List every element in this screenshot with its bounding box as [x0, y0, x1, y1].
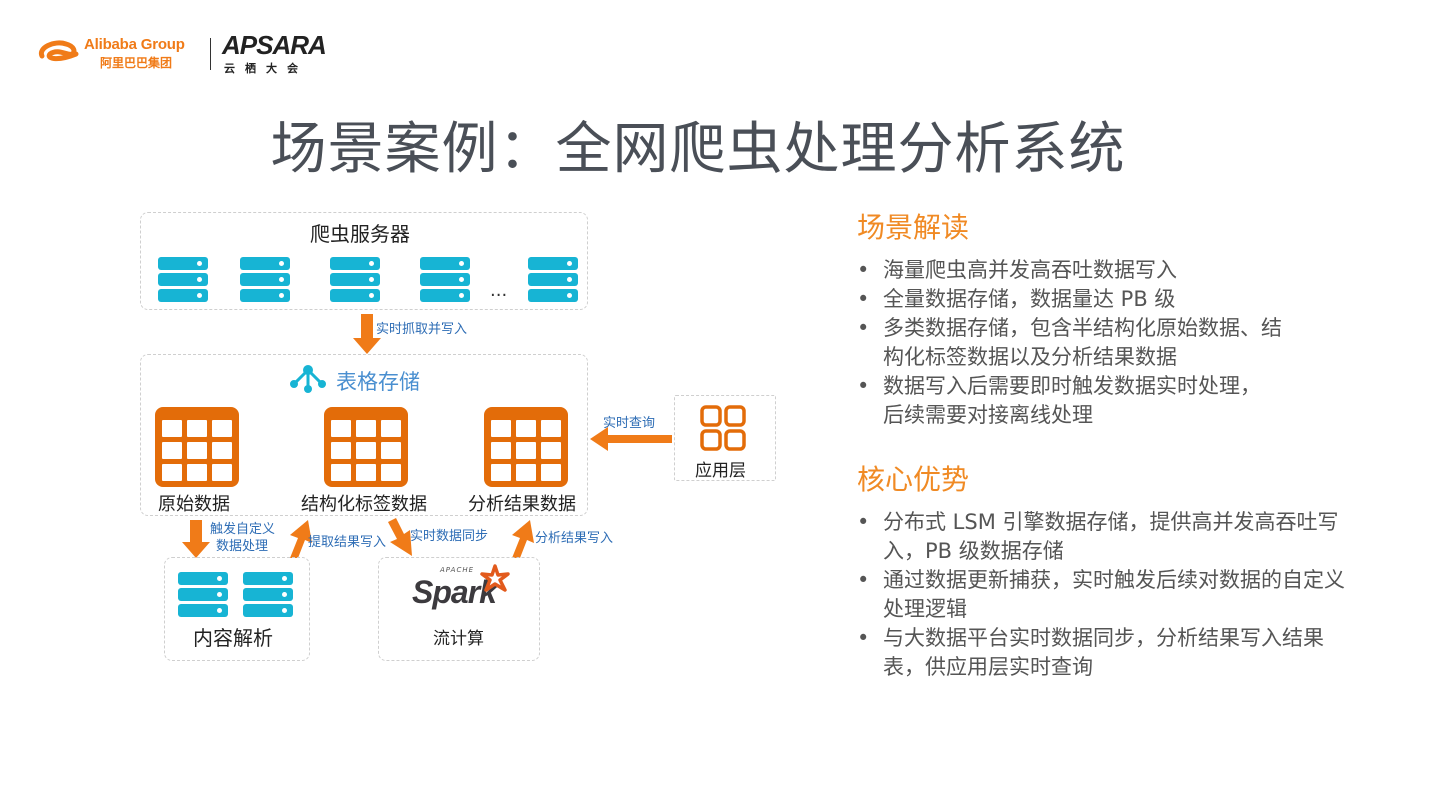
apsara-wordmark: APSARA — [222, 30, 327, 60]
arrow-left-icon — [590, 427, 672, 451]
page-title: 场景案例：全网爬虫处理分析系统 — [270, 117, 1126, 182]
stream-compute-box — [378, 557, 540, 661]
table-icon — [155, 407, 239, 487]
list-item: 多类数据存储，包含半结构化原始数据、结构化标签数据以及分析结果数据 — [857, 314, 1297, 372]
list-item: 与大数据平台实时数据同步，分析结果写入结果表，供应用层实时查询 — [857, 624, 1347, 682]
raw-data-label: 原始数据 — [158, 494, 230, 515]
logo-divider — [210, 38, 211, 70]
advantages-list: 分布式 LSM 引擎数据存储，提供高并发高吞吐写入，PB 级数据存储 通过数据更… — [857, 508, 1377, 682]
apsara-cn-wordmark: 云栖大会 — [224, 62, 308, 75]
alibaba-wordmark: Alibaba Group — [84, 36, 185, 53]
content-parse-box — [164, 557, 310, 661]
spark-wordmark: Spark — [412, 574, 497, 610]
server-icon — [158, 257, 208, 305]
arrow-extract-label: 提取结果写入 — [308, 535, 387, 550]
content-parse-label: 内容解析 — [193, 626, 273, 650]
analysis-result-data-label: 分析结果数据 — [468, 494, 576, 515]
list-item: 分布式 LSM 引擎数据存储，提供高并发高吞吐写入，PB 级数据存储 — [857, 508, 1357, 566]
arrow-result-label: 分析结果写入 — [535, 531, 614, 546]
server-icon — [528, 257, 578, 305]
list-item: 海量爬虫高并发高吞吐数据写入 — [857, 256, 1297, 285]
arrow-trigger-label: 触发自定义 — [210, 522, 276, 537]
list-item: 全量数据存储，数据量达 PB 级 — [857, 285, 1297, 314]
arrow-down-icon — [353, 314, 381, 354]
app-layer-box — [674, 395, 776, 481]
spark-star-icon — [480, 564, 510, 592]
app-layer-label: 应用层 — [695, 461, 746, 481]
spark-apache-text: APACHE — [440, 566, 475, 574]
table-store-icon — [290, 365, 326, 393]
app-grid-icon — [700, 405, 746, 451]
server-icon — [178, 572, 228, 620]
arrow-crawl-label: 实时抓取并写入 — [376, 322, 468, 337]
arrow-sync-label: 实时数据同步 — [410, 529, 489, 544]
crawler-server-box — [140, 212, 588, 310]
server-icon — [330, 257, 380, 305]
arrow-down-icon — [182, 520, 210, 558]
section-title-scenario: 场景解读 — [857, 211, 970, 244]
structured-tag-data-label: 结构化标签数据 — [301, 494, 427, 515]
server-icon — [243, 572, 293, 620]
spark-logo: APACHE Spark — [412, 564, 522, 616]
arrow-up-right-icon — [512, 520, 534, 558]
more-servers-ellipsis: ... — [490, 280, 508, 301]
header-logo: Alibaba Group 阿里巴巴集团 APSARA 云栖大会 — [36, 30, 336, 75]
table-store-label: 表格存储 — [336, 370, 420, 394]
arrow-trigger-label-2: 数据处理 — [216, 539, 269, 554]
alibaba-cn-wordmark: 阿里巴巴集团 — [100, 56, 173, 70]
table-icon — [324, 407, 408, 487]
arrow-down-right-icon — [388, 518, 412, 556]
architecture-diagram: 爬虫服务器 ... 实时抓取并写入 表格存储 原始数据 结构化标签数据 分析结果… — [0, 0, 800, 700]
table-icon — [484, 407, 568, 487]
list-item: 数据写入后需要即时触发数据实时处理，后续需要对接离线处理 — [857, 372, 1277, 430]
arrow-query-label: 实时查询 — [603, 416, 656, 431]
section-title-advantages: 核心优势 — [857, 463, 970, 496]
arrow-up-right-icon — [290, 520, 312, 558]
server-icon — [240, 257, 290, 305]
crawler-server-label: 爬虫服务器 — [310, 222, 410, 246]
alibaba-logo-icon — [38, 40, 79, 62]
list-item: 通过数据更新捕获，实时触发后续对数据的自定义处理逻辑 — [857, 566, 1347, 624]
table-store-box — [140, 354, 588, 516]
server-icon — [420, 257, 470, 305]
stream-compute-label: 流计算 — [433, 629, 484, 649]
right-panel: 场景解读 海量爬虫高并发高吞吐数据写入 全量数据存储，数据量达 PB 级 多类数… — [857, 206, 1377, 682]
scenario-list: 海量爬虫高并发高吞吐数据写入 全量数据存储，数据量达 PB 级 多类数据存储，包… — [857, 256, 1377, 430]
